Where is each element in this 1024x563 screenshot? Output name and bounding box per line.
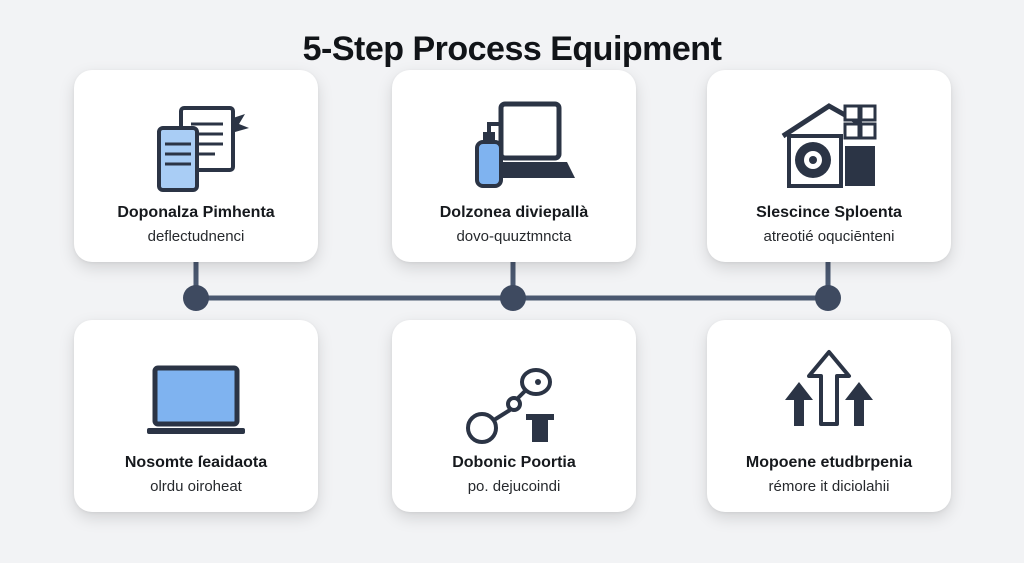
card-5-label: Dobonic Poortia [452,454,576,471]
card-6-subtitle: rémore it diciolahii [768,478,890,495]
step-card-4: Nosomte ſeaidaota olrdu oiroheat [74,320,318,512]
step-card-3: Slescince Sploenta atreotié oquciēnteni [707,70,951,262]
card-3-subtitle: atreotié oquciēnteni [763,228,895,245]
timeline-node-3 [815,285,841,311]
card-5-subtitle: po. dejucoindi [467,478,561,495]
arrows-up-icon [707,346,951,450]
card-2-subtitle: dovo-quuztmncta [456,228,572,245]
monitor-icon [74,346,318,450]
card-1-label: Doponalza Pimhenta [117,204,275,221]
laptop-bottle-icon [392,96,636,200]
card-6-label: Mopoene etudbrpenia [745,454,913,471]
house-camera-icon [707,96,951,200]
timeline-node-1 [183,285,209,311]
step-card-5: Dobonic Poortia po. dejucoindi [392,320,636,512]
card-4-label: Nosomte ſeaidaota [124,454,268,471]
step-card-2: Dolzonea diviepallà dovo-quuztmncta [392,70,636,262]
page-title: 5-Step Process Equipment [302,30,722,68]
card-2-label: Dolzonea diviepallà [439,204,589,221]
step-card-6: Mopoene etudbrpenia rémore it diciolahii [707,320,951,512]
keys-box-icon [392,346,636,450]
documents-icon [74,96,318,200]
card-3-label: Slescince Sploenta [756,204,902,221]
card-1-subtitle: deflectudnenci [147,228,245,245]
step-card-1: Doponalza Pimhenta deflectudnenci [74,70,318,262]
timeline-node-2 [500,285,526,311]
card-4-subtitle: olrdu oiroheat [150,478,242,495]
